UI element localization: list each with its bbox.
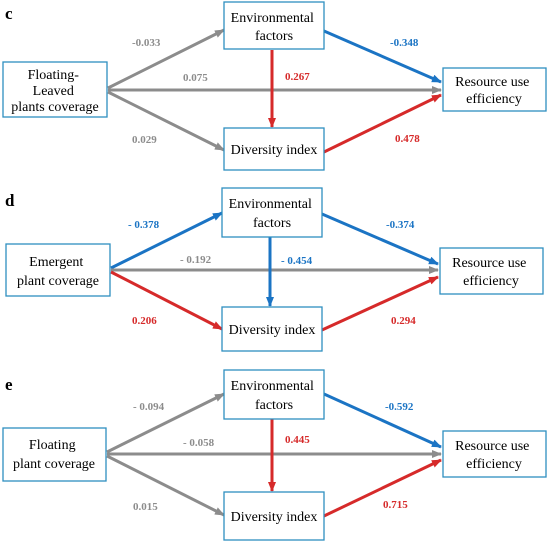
coef-pred-eff: - 0.058	[183, 437, 215, 449]
svg-text:Diversity index: Diversity index	[231, 143, 318, 158]
coef-div-eff: 0.294	[391, 315, 416, 327]
coef-pred-eff: - 0.192	[180, 254, 212, 266]
node-diversity-index: Diversity index	[221, 306, 323, 352]
node-predictor: Floating plant coverage	[2, 427, 107, 482]
coef-env-div: 0.267	[285, 71, 310, 83]
coef-pred-div: 0.206	[132, 315, 157, 327]
svg-text:Resource use efficienc: Resource use efficiency	[452, 256, 530, 289]
svg-text:Emergent plant coverag: Emergent plant coverage	[17, 255, 99, 289]
path-arrow-pred-div	[107, 90, 225, 152]
node-diversity-index: Diversity index	[223, 491, 325, 541]
coef-div-eff: 0.715	[383, 499, 408, 511]
panel-c: c -0.033 0.075 0.029 0.267 -0.348 0.478 …	[2, 1, 547, 171]
coef-env-eff: -0.374	[386, 219, 415, 231]
coef-pred-env: - 0.378	[128, 219, 160, 231]
path-arrow-div-eff	[321, 275, 439, 332]
coef-pred-div: 0.015	[133, 501, 158, 513]
path-arrow-pred-env	[110, 211, 223, 270]
coef-env-div: - 0.454	[281, 255, 313, 267]
coef-pred-env: -0.033	[132, 37, 161, 49]
node-resource-use-efficiency: Resource use efficiency	[442, 430, 547, 478]
node-environmental-factors: Environmental factors	[221, 187, 323, 238]
coef-pred-div: 0.029	[132, 134, 157, 146]
coef-env-div: 0.445	[285, 434, 310, 446]
svg-text:Environmental factors: Environmental factors	[231, 11, 318, 44]
panel-label: c	[5, 4, 13, 23]
svg-text:Environmental factors: Environmental factors	[229, 197, 316, 231]
panel-e: e - 0.094 - 0.058 0.015 0.445 -0.592 0.7…	[2, 369, 547, 541]
path-arrow-div-eff	[323, 458, 442, 518]
panel-d: d - 0.378 - 0.192 0.206 - 0.454 -0.374 0…	[5, 187, 544, 352]
coef-env-eff: -0.348	[390, 37, 419, 49]
panel-label: d	[5, 191, 15, 210]
node-predictor: Floating- Leaved plants coverage	[2, 61, 108, 118]
node-diversity-index: Diversity index	[223, 127, 325, 171]
path-arrow-pred-div	[106, 454, 225, 517]
coef-pred-env: - 0.094	[133, 401, 165, 413]
svg-text:Floating- Leaved: Floating- Leaved plants coverage	[11, 68, 98, 115]
panel-label: e	[5, 375, 13, 394]
node-resource-use-efficiency: Resource use efficiency	[442, 67, 547, 112]
svg-text:Diversity index: Diversity index	[229, 323, 316, 338]
node-resource-use-efficiency: Resource use efficiency	[439, 247, 544, 295]
svg-text:Resource use efficienc: Resource use efficiency	[455, 439, 533, 472]
coef-div-eff: 0.478	[395, 133, 420, 145]
node-environmental-factors: Environmental factors	[223, 1, 325, 50]
coef-env-eff: -0.592	[385, 401, 414, 413]
svg-text:Environmental factors: Environmental factors	[231, 379, 318, 413]
node-predictor: Emergent plant coverage	[5, 243, 111, 297]
path-arrow-env-eff	[323, 29, 442, 84]
node-environmental-factors: Environmental factors	[223, 369, 325, 420]
path-arrow-pred-div	[110, 270, 223, 331]
svg-text:Diversity index: Diversity index	[231, 510, 318, 525]
path-arrow-div-eff	[323, 93, 442, 154]
svg-text:Resource use efficienc: Resource use efficiency	[455, 75, 533, 107]
path-arrow-pred-env	[106, 392, 225, 454]
path-arrow-env-eff	[323, 392, 442, 449]
path-arrow-env-eff	[321, 212, 439, 266]
svg-text:Floating plant coverag: Floating plant coverage	[13, 438, 95, 472]
path-arrow-pred-env	[107, 28, 225, 90]
coef-pred-eff: 0.075	[183, 72, 208, 84]
